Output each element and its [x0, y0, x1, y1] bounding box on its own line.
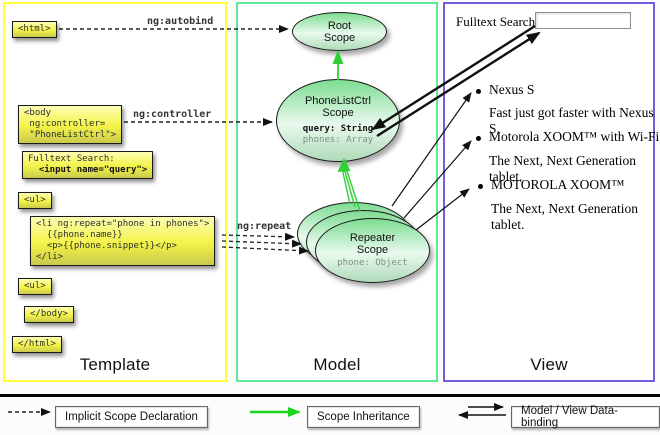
- model-panel: Model: [236, 2, 438, 382]
- repeater-scope-ellipse: Repeater Scope phone: Object: [315, 218, 430, 283]
- view-item-snippet: The Next, Next Generation tablet.: [491, 201, 638, 232]
- ng-repeat-label: ng:repeat: [237, 221, 292, 232]
- ul-close-note: <ul>: [18, 278, 52, 295]
- template-panel-label: Template: [79, 355, 151, 374]
- legend-model-view-data-binding: Model / View Data-binding: [511, 405, 660, 429]
- model-panel-label: Model: [313, 355, 361, 374]
- html-open-note: <html>: [12, 21, 57, 38]
- view-panel-label: View: [530, 355, 568, 374]
- view-item-title: Nexus S: [489, 82, 535, 97]
- ul-open-note: <ul>: [18, 192, 52, 209]
- bullet-icon: [478, 184, 483, 189]
- legend-implicit-scope-declaration: Implicit Scope Declaration: [55, 406, 208, 428]
- bullet-icon: [476, 136, 481, 141]
- legend-scope-inheritance: Scope Inheritance: [307, 406, 420, 428]
- root-scope-ellipse: Root Scope: [292, 12, 387, 51]
- phonelistctrl-scope-ellipse: PhoneListCtrl Scope query: String phones…: [276, 79, 400, 162]
- bullet-icon: [476, 89, 481, 94]
- view-item-title: Motorola XOOM™ with Wi-Fi: [489, 129, 660, 144]
- view-item-snippet: The Next, Next Generation tablet.: [489, 153, 636, 184]
- body-close-note: </body>: [24, 306, 74, 323]
- fulltext-search-label: Fulltext Search:: [456, 14, 539, 29]
- body-open-note: <body ng:controller= "PhoneListCtrl">: [18, 105, 123, 144]
- ng-controller-label: ng:controller: [133, 109, 212, 120]
- legend-separator-line: [0, 394, 660, 397]
- ng-autobind-label: ng:autobind: [147, 16, 214, 27]
- li-repeat-note: <li ng:repeat="phone in phones"> {{phone…: [30, 216, 216, 266]
- fulltext-search-input[interactable]: [535, 12, 631, 29]
- fulltext-search-note: Fulltext Search: <input name="query">: [22, 151, 154, 179]
- view-item-title: MOTOROLA XOOM™: [491, 177, 625, 192]
- html-close-note: </html>: [12, 336, 62, 353]
